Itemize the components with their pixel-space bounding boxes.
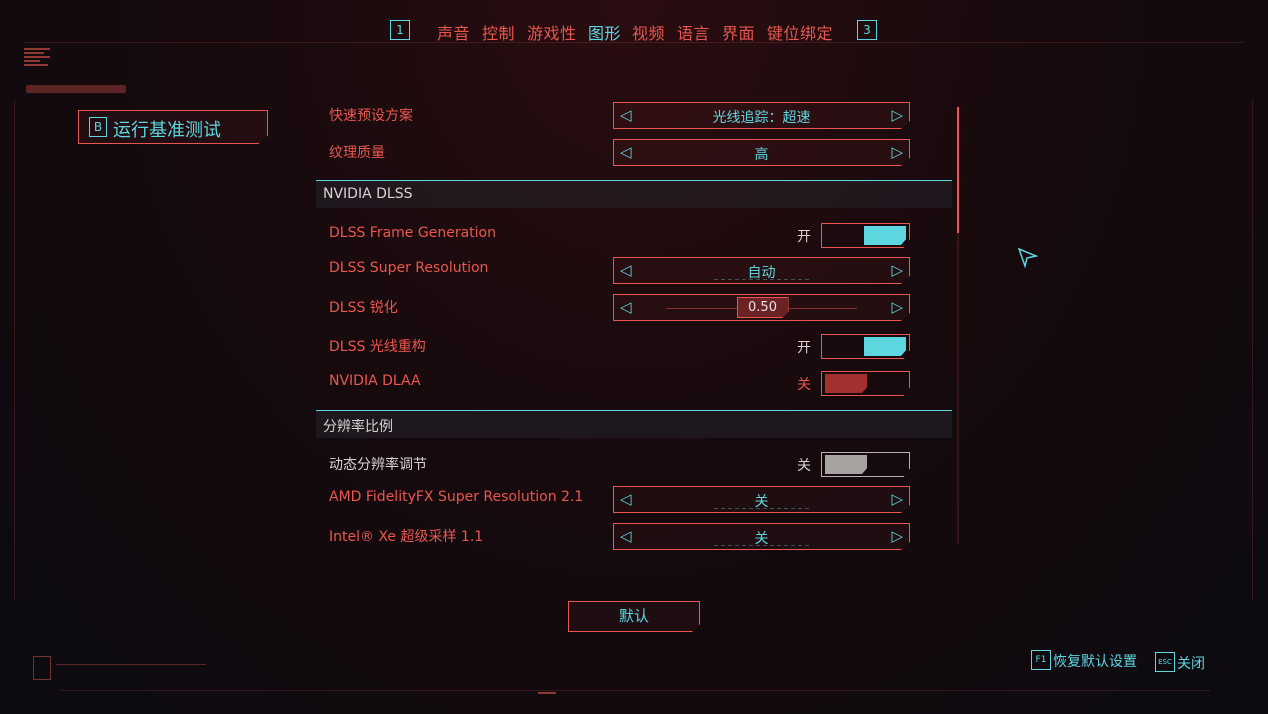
frame-top-line bbox=[24, 42, 1244, 43]
deco-status-bar bbox=[26, 85, 126, 93]
selector-value: 关 bbox=[754, 494, 769, 510]
toggle-state-text: 关 bbox=[797, 458, 811, 474]
setting-row-dynamic-resolution: 动态分辨率调节 关 bbox=[316, 449, 952, 479]
setting-row-quick-preset: 快速预设方案 ◁ 光线追踪：超速 ▷ bbox=[316, 100, 952, 130]
setting-row-intel-xess: Intel® Xe 超级采样 1.1 ◁ 关 ▷ bbox=[316, 521, 952, 551]
toggle-state-text: 关 bbox=[797, 377, 811, 393]
scrollbar-thumb[interactable] bbox=[957, 107, 959, 233]
setting-row-texture-quality: 纹理质量 ◁ 高 ▷ bbox=[316, 137, 952, 167]
frame-right-line bbox=[1252, 100, 1253, 600]
game-logo-icon bbox=[24, 48, 50, 66]
setting-label: DLSS 光线重构 bbox=[329, 339, 426, 355]
tab-interface[interactable]: 界面 bbox=[722, 24, 756, 43]
setting-row-dlss-sharpness: DLSS 锐化 ◁ 0.50 ▷ bbox=[316, 292, 952, 322]
toggle-state-text: 开 bbox=[797, 340, 811, 356]
setting-label: 动态分辨率调节 bbox=[329, 457, 427, 473]
benchmark-key-icon: B bbox=[89, 117, 107, 137]
section-title: 分辨率比例 bbox=[323, 419, 393, 435]
settings-tab-bar: 1 声音 控制 游戏性 图形 视频 语言 界面 键位绑定 3 bbox=[0, 18, 1268, 44]
deco-bottom-center-line bbox=[538, 692, 556, 694]
toggle-fill bbox=[864, 226, 906, 245]
setting-row-dlss-super-resolution: DLSS Super Resolution ◁ 自动 ▷ bbox=[316, 255, 952, 285]
section-header-nvidia-dlss: NVIDIA DLSS bbox=[316, 180, 952, 208]
tab-sound[interactable]: 声音 bbox=[437, 24, 471, 43]
toggle-state-text: 开 bbox=[797, 229, 811, 245]
section-title: NVIDIA DLSS bbox=[323, 186, 413, 202]
setting-row-dlss-frame-generation: DLSS Frame Generation 开 bbox=[316, 220, 952, 250]
close-hint[interactable]: ESC 关闭 bbox=[1155, 651, 1210, 675]
setting-label: AMD FidelityFX Super Resolution 2.1 bbox=[329, 489, 584, 505]
prev-tab-key-icon[interactable]: 1 bbox=[390, 20, 410, 40]
version-badge-icon bbox=[33, 656, 51, 680]
tab-graphics[interactable]: 图形 bbox=[588, 24, 622, 43]
arrow-right-icon[interactable]: ▷ bbox=[891, 298, 903, 316]
setting-row-amd-fsr: AMD FidelityFX Super Resolution 2.1 ◁ 关 … bbox=[316, 484, 952, 514]
dlss-frame-generation-toggle[interactable] bbox=[821, 223, 910, 248]
arrow-left-icon[interactable]: ◁ bbox=[620, 527, 632, 545]
selector-value: 光线追踪：超速 bbox=[712, 110, 811, 126]
arrow-right-icon[interactable]: ▷ bbox=[891, 490, 903, 508]
mouse-cursor-icon bbox=[1018, 248, 1038, 268]
selector-value: 关 bbox=[754, 531, 769, 547]
option-dashes bbox=[714, 545, 809, 546]
arrow-right-icon[interactable]: ▷ bbox=[891, 527, 903, 545]
selector-value: 自动 bbox=[747, 265, 776, 281]
texture-quality-selector[interactable]: ◁ 高 ▷ bbox=[613, 139, 910, 166]
dlss-super-resolution-selector[interactable]: ◁ 自动 ▷ bbox=[613, 257, 910, 284]
settings-scrollbar[interactable] bbox=[957, 107, 959, 544]
toggle-fill bbox=[825, 455, 867, 474]
esc-key-icon: ESC bbox=[1155, 652, 1175, 672]
tab-video[interactable]: 视频 bbox=[632, 24, 666, 43]
setting-row-nvidia-dlaa: NVIDIA DLAA 关 bbox=[316, 368, 952, 398]
graphics-settings-panel: 快速预设方案 ◁ 光线追踪：超速 ▷ 纹理质量 ◁ 高 ▷ NVIDIA DLS… bbox=[316, 100, 952, 550]
setting-label: DLSS Frame Generation bbox=[329, 225, 496, 241]
setting-label: Intel® Xe 超级采样 1.1 bbox=[329, 529, 484, 545]
close-label: 关闭 bbox=[1177, 656, 1205, 672]
frame-bottom-line bbox=[60, 690, 1210, 691]
section-header-resolution-scaling: 分辨率比例 bbox=[316, 410, 952, 438]
tab-controls[interactable]: 控制 bbox=[482, 24, 516, 43]
setting-row-dlss-ray-reconstruction: DLSS 光线重构 开 bbox=[316, 331, 952, 361]
arrow-left-icon[interactable]: ◁ bbox=[620, 298, 632, 316]
f1-key-icon: F1 bbox=[1031, 650, 1051, 670]
setting-label: DLSS Super Resolution bbox=[329, 260, 489, 276]
dynamic-resolution-toggle[interactable] bbox=[821, 452, 910, 477]
run-benchmark-button[interactable]: B 运行基准测试 bbox=[78, 110, 268, 144]
tab-language[interactable]: 语言 bbox=[677, 24, 711, 43]
arrow-left-icon[interactable]: ◁ bbox=[620, 106, 632, 124]
toggle-fill bbox=[864, 337, 906, 356]
setting-label: DLSS 锐化 bbox=[329, 300, 398, 316]
frame-left-line bbox=[14, 100, 15, 600]
dlss-ray-reconstruction-toggle[interactable] bbox=[821, 334, 910, 359]
dlss-sharpness-slider[interactable]: ◁ 0.50 ▷ bbox=[613, 294, 910, 321]
setting-label: 快速预设方案 bbox=[329, 108, 413, 124]
default-button[interactable]: 默认 bbox=[568, 601, 700, 632]
slider-knob[interactable]: 0.50 bbox=[736, 297, 789, 318]
setting-label: 纹理质量 bbox=[329, 145, 385, 161]
arrow-right-icon[interactable]: ▷ bbox=[891, 106, 903, 124]
tab-gameplay[interactable]: 游戏性 bbox=[527, 24, 577, 43]
intel-xess-selector[interactable]: ◁ 关 ▷ bbox=[613, 523, 910, 550]
arrow-left-icon[interactable]: ◁ bbox=[620, 490, 632, 508]
arrow-left-icon[interactable]: ◁ bbox=[620, 261, 632, 279]
option-dashes bbox=[714, 508, 809, 509]
deco-bottom-left-line bbox=[56, 664, 206, 665]
quick-preset-selector[interactable]: ◁ 光线追踪：超速 ▷ bbox=[613, 102, 910, 129]
setting-label: NVIDIA DLAA bbox=[329, 373, 421, 389]
restore-defaults-label: 恢复默认设置 bbox=[1053, 654, 1137, 670]
option-dashes bbox=[714, 279, 809, 280]
arrow-right-icon[interactable]: ▷ bbox=[891, 261, 903, 279]
toggle-fill bbox=[825, 374, 867, 393]
tab-keybindings[interactable]: 键位绑定 bbox=[767, 24, 834, 43]
selector-value: 高 bbox=[754, 147, 769, 163]
arrow-right-icon[interactable]: ▷ bbox=[891, 143, 903, 161]
amd-fsr-selector[interactable]: ◁ 关 ▷ bbox=[613, 486, 910, 513]
arrow-left-icon[interactable]: ◁ bbox=[620, 143, 632, 161]
nvidia-dlaa-toggle[interactable] bbox=[821, 371, 910, 396]
restore-defaults-hint[interactable]: F1 恢复默认设置 bbox=[1031, 649, 1143, 673]
next-tab-key-icon[interactable]: 3 bbox=[857, 20, 877, 40]
benchmark-label: 运行基准测试 bbox=[113, 120, 221, 141]
